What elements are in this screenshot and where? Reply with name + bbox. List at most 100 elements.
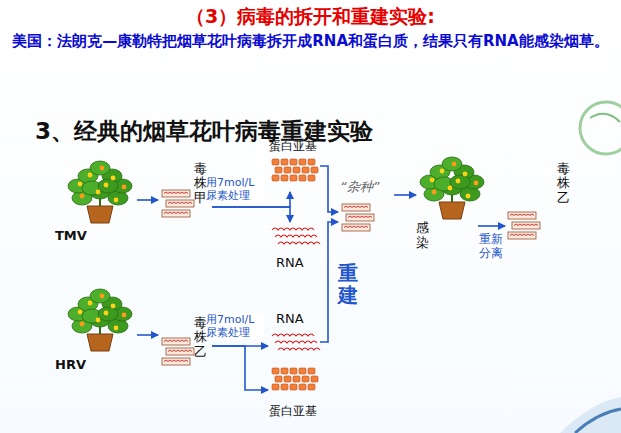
connector-arrow — [212, 346, 268, 390]
mosaic-spot — [466, 194, 471, 199]
connector-arrow — [137, 199, 158, 201]
protein-subunit — [275, 167, 282, 173]
virus-rod — [508, 212, 536, 219]
protein-subunit — [299, 384, 306, 390]
node-group: “杂种” — [338, 180, 394, 248]
virus-rod — [162, 190, 190, 197]
protein-subunit — [311, 167, 318, 173]
mosaic-spot — [78, 310, 83, 315]
rod-rna — [510, 234, 534, 236]
node-group: RNA — [268, 312, 320, 357]
hybrid-label: “杂种” — [340, 180, 379, 195]
plant-pot — [87, 334, 113, 351]
protein-subunit — [272, 159, 279, 165]
mosaic-spot — [456, 179, 461, 184]
virus-rod — [342, 204, 370, 211]
protein-subunit — [272, 368, 279, 374]
rod-rna — [514, 224, 538, 226]
protein-subunit — [299, 368, 306, 374]
node-group: 毒株甲 — [158, 160, 212, 226]
rod-rna — [168, 350, 192, 352]
protein-subunit — [308, 175, 315, 181]
mosaic-spot — [104, 311, 109, 316]
protein-subunit — [308, 159, 315, 165]
protein-subunit — [311, 376, 318, 382]
rod-rna — [344, 206, 368, 208]
protein-subunit — [281, 175, 288, 181]
protein-label: 蛋白亚基 — [269, 140, 317, 154]
mosaic-spot — [114, 198, 119, 203]
mosaic-spot — [88, 173, 93, 178]
mosaic-spot — [100, 166, 105, 171]
rna-label: RNA — [276, 256, 304, 271]
plant-pot — [87, 206, 113, 223]
protein-subunit — [293, 167, 300, 173]
mosaic-spot — [474, 181, 479, 186]
rod-rna — [348, 216, 372, 218]
protein-subunit — [308, 368, 315, 374]
virus-rod — [166, 200, 194, 207]
virus-label: TMV — [55, 229, 87, 244]
strain-label: 毒株乙 — [557, 162, 570, 205]
rod-rna — [168, 202, 192, 204]
connector-arrow — [137, 334, 158, 336]
mosaic-spot — [111, 176, 116, 181]
rod-rna — [164, 212, 188, 214]
node-group: 毒株乙 — [158, 312, 212, 374]
rod-rna — [164, 340, 188, 342]
protein-subunit — [281, 368, 288, 374]
rna-label: RNA — [276, 312, 304, 327]
rod-rna — [510, 214, 534, 216]
node-group: HRV — [55, 292, 137, 373]
rod-rna — [164, 192, 188, 194]
node-group: 感染 — [416, 162, 478, 252]
protein-subunit — [290, 368, 297, 374]
connector-arrow — [320, 222, 338, 342]
rna-strand — [272, 334, 314, 336]
mosaic-spot — [114, 326, 119, 331]
logo-mark — [590, 114, 620, 122]
mosaic-spot — [104, 183, 109, 188]
virus-rod — [162, 210, 190, 217]
mosaic-spot — [452, 162, 457, 167]
virus-rod — [342, 224, 370, 231]
connector-arrow — [212, 207, 290, 222]
node-group: TMV — [55, 165, 137, 244]
node-group: 蛋白亚基 — [268, 140, 320, 192]
corner-decoration — [560, 397, 621, 433]
mosaic-spot — [432, 190, 437, 195]
rod-rna — [164, 360, 188, 362]
section-heading: 3、经典的烟草花叶病毒重建实验 — [35, 116, 373, 147]
protein-subunit — [290, 159, 297, 165]
protein-subunit — [293, 376, 300, 382]
slide-title: （3）病毒的拆开和重建实验: — [0, 4, 621, 30]
mosaic-spot — [111, 304, 116, 309]
node-group: 毒株乙 — [505, 158, 575, 240]
rna-strand — [278, 242, 320, 244]
protein-subunit — [308, 384, 315, 390]
mosaic-spot — [100, 294, 105, 299]
node-group: RNA — [268, 222, 313, 271]
protein-subunit — [275, 376, 282, 382]
leaf — [98, 179, 118, 193]
infection-label: 感染 — [416, 221, 429, 250]
protein-subunit — [281, 384, 288, 390]
rna-strand — [275, 341, 317, 343]
mosaic-spot — [430, 178, 435, 183]
mosaic-spot — [96, 318, 101, 323]
edge-label: 重新分离 — [479, 232, 503, 261]
corner-swoosh — [575, 409, 621, 433]
mosaic-spot — [80, 194, 85, 199]
virus-rod — [162, 358, 190, 365]
node-group: 蛋白亚基 — [268, 362, 320, 419]
virus-rod — [162, 338, 190, 345]
protein-subunit — [284, 167, 291, 173]
protein-subunit — [290, 384, 297, 390]
mosaic-spot — [122, 313, 127, 318]
virus-rod — [508, 232, 536, 239]
protein-subunit — [272, 384, 279, 390]
leaf — [90, 289, 110, 303]
